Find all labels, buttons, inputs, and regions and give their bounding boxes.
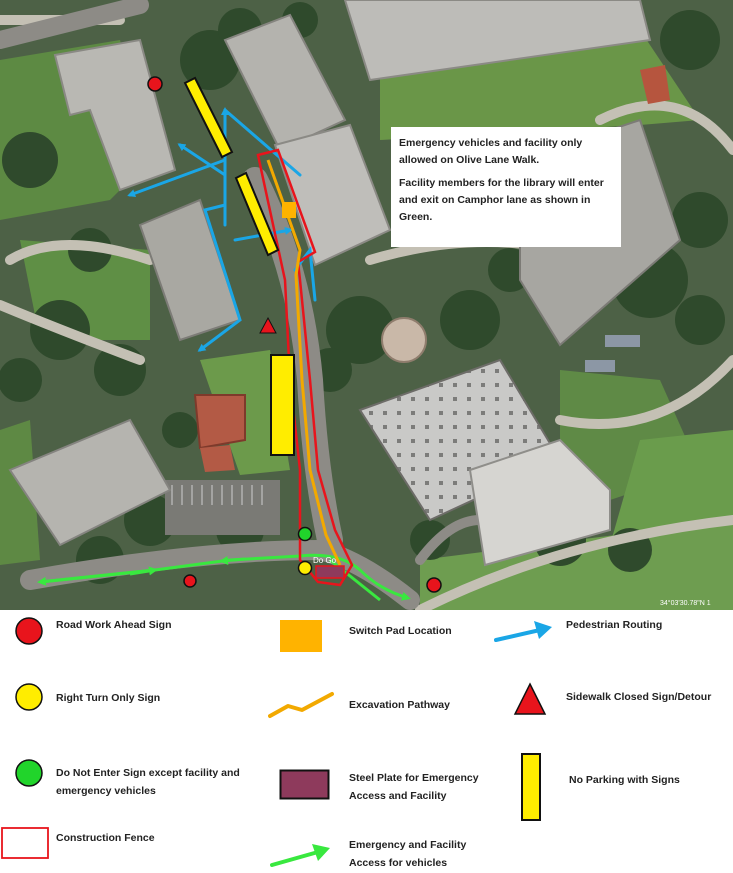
- right-turn-icon: [15, 683, 43, 711]
- construction-fence-icon: [1, 827, 49, 859]
- green-arrow-icon: [270, 844, 330, 867]
- lawn: [0, 420, 40, 565]
- road-work-sign: [183, 574, 197, 588]
- no-parking-bar: [270, 354, 295, 456]
- legend-label: Construction Fence: [56, 832, 155, 844]
- no-parking-bar: [234, 171, 280, 257]
- legend-label: Steel Plate for Emergency Access and Fac…: [349, 772, 479, 802]
- legend-label: Emergency and Facility Access for vehicl…: [349, 839, 467, 869]
- warning-triangle-icon: [513, 682, 547, 715]
- notice-line-1: Emergency vehicles and facility only all…: [399, 137, 583, 166]
- road-work-sign: [426, 577, 442, 593]
- legend-label: Do Not Enter Sign except facility and em…: [56, 767, 240, 797]
- notice-box: Emergency vehicles and facility only all…: [391, 127, 621, 247]
- switch-pad: [282, 202, 296, 218]
- road-work-sign: [147, 76, 163, 92]
- legend-label: Excavation Pathway: [349, 699, 450, 711]
- notice-line-2: Facility members for the library will en…: [399, 177, 604, 223]
- pedestrian-routing: [127, 107, 317, 352]
- no-parking-bar: [183, 76, 234, 159]
- no-parking-zones: [183, 76, 295, 456]
- steel-plate: [315, 565, 345, 579]
- right-turn-sign: [297, 560, 313, 576]
- excavation-path: [266, 159, 342, 566]
- legend-label: No Parking with Signs: [569, 774, 680, 786]
- blue-arrow-icon: [494, 621, 552, 642]
- road-work-icon: [15, 617, 43, 645]
- aerial-map: Do Go Emergency vehicles and facility on…: [0, 0, 733, 610]
- steel-plate-icon: [279, 769, 330, 800]
- lawn: [420, 520, 733, 610]
- no-parking-bar-icon: [521, 753, 541, 821]
- imagery-coordinates: 34°03'30.78"N 1: [660, 600, 711, 607]
- green-route-arrow: [129, 566, 158, 576]
- switch-pad-icon: [280, 620, 322, 652]
- do-not-enter-icon: [15, 759, 43, 787]
- aerial-map-graphic: [0, 0, 733, 610]
- legend-label: Switch Pad Location: [349, 625, 452, 637]
- do-not-enter-sign: [297, 526, 313, 542]
- legend: Road Work Ahead Sign Right Turn Only Sig…: [0, 610, 733, 873]
- legend-label: Pedestrian Routing: [566, 619, 663, 631]
- parking-stripes: [171, 485, 263, 505]
- signs: [147, 76, 442, 593]
- green-route-arrow: [219, 555, 246, 565]
- excavation-path-icon: [268, 692, 334, 718]
- legend-label: Right Turn Only Sign: [56, 692, 161, 704]
- map-sign-label: Do Go: [313, 556, 337, 565]
- sidewalk-closed-sign: [259, 316, 277, 334]
- legend-label: Road Work Ahead Sign: [56, 619, 172, 631]
- legend-label: Sidewalk Closed Sign/Detour: [566, 691, 712, 703]
